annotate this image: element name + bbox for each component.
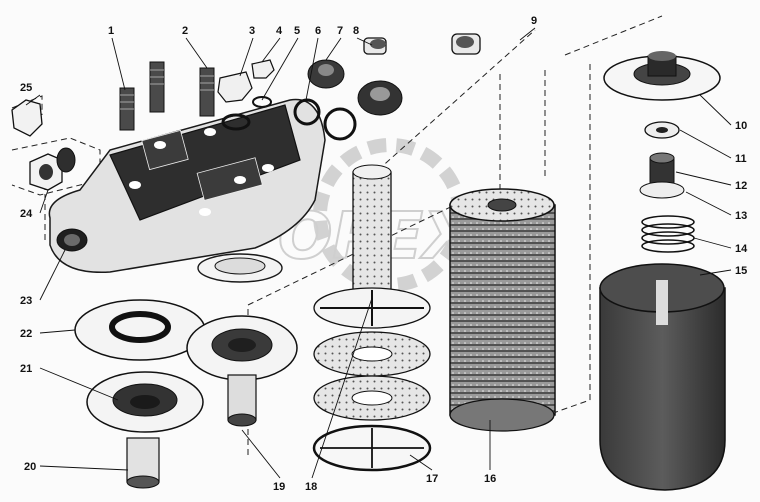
callout-19: 19 xyxy=(273,481,285,493)
top-fittings xyxy=(217,33,481,141)
callout-5: 5 xyxy=(294,25,300,37)
callout-10: 10 xyxy=(735,120,747,132)
cover-stack xyxy=(603,51,721,253)
callout-4: 4 xyxy=(276,25,283,37)
callout-3: 3 xyxy=(249,25,255,37)
center-tube xyxy=(352,164,392,298)
filter-discs xyxy=(312,287,432,472)
callout-18: 18 xyxy=(305,481,317,493)
callout-8: 8 xyxy=(353,25,359,37)
callout-23: 23 xyxy=(20,295,32,307)
callout-25: 25 xyxy=(20,82,32,94)
callout-7: 7 xyxy=(337,25,343,37)
callout-9: 9 xyxy=(531,15,537,27)
callout-14: 14 xyxy=(735,243,748,255)
callout-15: 15 xyxy=(735,265,747,277)
callout-17: 17 xyxy=(426,473,438,485)
leader-lines xyxy=(25,27,732,479)
stud-bolts xyxy=(119,61,215,131)
valve-assemblies xyxy=(74,299,298,489)
callout-20: 20 xyxy=(24,461,36,473)
filter-cap-housing xyxy=(599,263,726,491)
callout-6: 6 xyxy=(315,25,321,37)
callout-24: 24 xyxy=(20,208,33,220)
side-fittings xyxy=(11,99,76,191)
callout-1: 1 xyxy=(108,25,114,37)
callout-21: 21 xyxy=(20,363,32,375)
callout-12: 12 xyxy=(735,180,747,192)
callout-13: 13 xyxy=(735,210,747,222)
callout-2: 2 xyxy=(182,25,188,37)
filter-head-housing xyxy=(48,98,326,283)
callout-labels: 1 2 3 4 5 6 7 8 9 10 11 12 13 14 15 16 1… xyxy=(20,15,748,493)
callout-16: 16 xyxy=(484,473,496,485)
filter-element xyxy=(449,188,556,432)
callout-22: 22 xyxy=(20,328,32,340)
callout-11: 11 xyxy=(735,153,747,165)
